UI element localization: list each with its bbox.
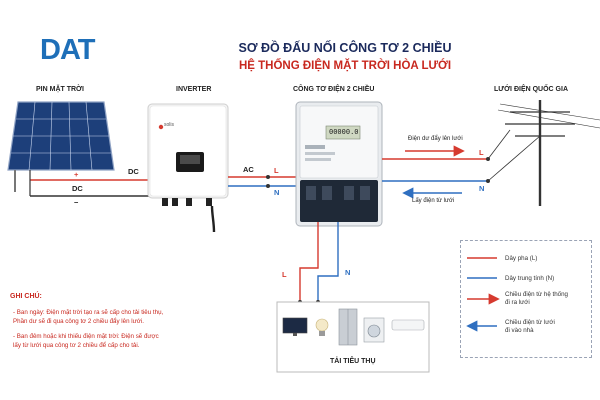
l-label-down: L (282, 270, 287, 279)
diagram-subtitle: HỆ THỐNG ĐIỆN MẶT TRỜI HÒA LƯỚI (238, 60, 452, 72)
meter-display: 00000.0 (329, 128, 359, 136)
label-solar-panel: PIN MẶT TRỜI (36, 86, 84, 93)
notes-block: GHI CHÚ: - Ban ngày: Điện mặt trời tạo r… (10, 292, 240, 357)
light-bulb-icon (315, 318, 329, 336)
power-pole-icon (497, 100, 600, 206)
n-label-left: N (274, 188, 280, 197)
load-neutral-wire (317, 222, 339, 302)
n-label-right: N (479, 184, 485, 193)
note-day: - Ban ngày: Điện mặt trời tạo ra sẽ cấp … (13, 309, 164, 325)
l-label-right: L (479, 148, 484, 157)
diagram-title: SƠ ĐỒ ĐẤU NỐI CÔNG TƠ 2 CHIỀU (238, 41, 452, 55)
label-meter: CÔNG TƠ ĐIỆN 2 CHIỀU (293, 86, 375, 93)
n-label-down: N (345, 268, 351, 277)
washing-machine-icon (363, 317, 385, 343)
dc-minus-label: − (74, 198, 79, 207)
dc-plus-label: + (74, 170, 79, 179)
export-label: Điện dư đẩy lên lưới (408, 136, 463, 142)
solar-panel-icon (7, 101, 115, 192)
tv-icon (282, 317, 308, 336)
inverter-brand: solis (164, 122, 175, 128)
two-way-meter-icon (295, 101, 383, 227)
legend-export-text: Chiều điện từ hệ thống đi ra lưới (505, 291, 568, 307)
note-night: - Ban đêm hoặc khi thiếu điện mặt trời: … (13, 333, 159, 349)
legend-neutral-text: Dây trung tính (N) (505, 275, 555, 282)
load-phase-wire (299, 222, 319, 302)
legend-import-text: Chiều điện từ lưới đi vào nhà (505, 319, 555, 335)
air-conditioner-icon (391, 319, 425, 331)
inverter-icon (147, 103, 229, 233)
ac-label: AC (243, 165, 254, 174)
l-label-left: L (274, 166, 279, 175)
legend-phase-text: Dây pha (L) (505, 255, 538, 262)
fridge-icon (338, 308, 358, 346)
logo-text: DAT (40, 34, 95, 66)
label-inverter: INVERTER (176, 86, 212, 93)
notes-title: GHI CHÚ: (10, 293, 42, 300)
import-label: Lấy điện từ lưới (412, 198, 455, 204)
label-grid: LƯỚI ĐIỆN QUỐC GIA (494, 86, 569, 93)
dat-logo: DAT (40, 34, 95, 66)
legend-box: Dây pha (L) Dây trung tính (N) Chiều điệ… (460, 240, 592, 358)
label-loads: TẢI TIÊU THỤ (330, 358, 376, 365)
dc-label-top: DC (128, 167, 139, 176)
dc-label-bottom: DC (72, 184, 83, 193)
